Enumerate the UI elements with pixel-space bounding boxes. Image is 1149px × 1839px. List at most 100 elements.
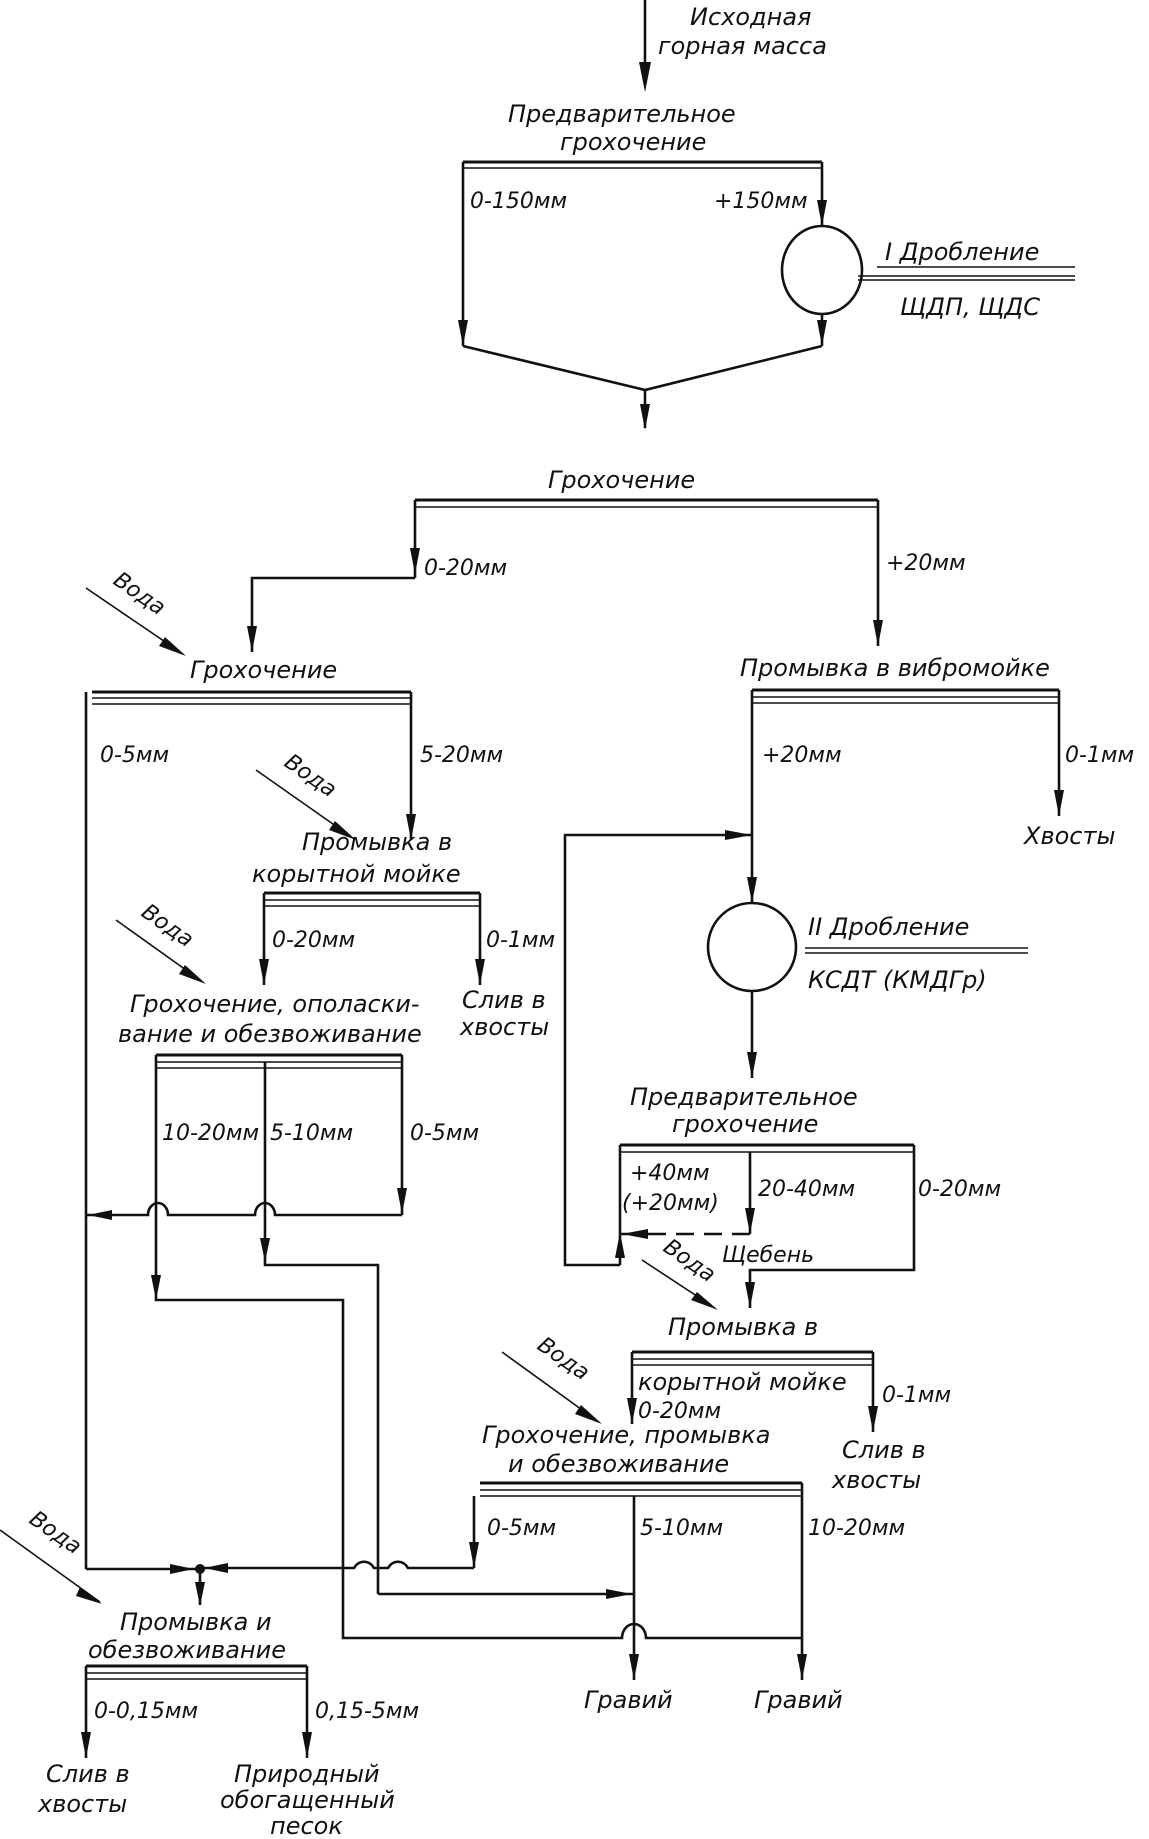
sand-wash-line1: Промывка и xyxy=(120,1608,272,1636)
trough-wash-1-drain-line2: хвосты xyxy=(459,1013,549,1041)
arrow-left-icon xyxy=(204,1563,228,1573)
pre-screen-2-out-3: 0-20мм xyxy=(918,1177,1001,1202)
trough-wash-1-out-right: 0-1мм xyxy=(486,928,555,953)
arrow-down-icon xyxy=(629,1654,639,1680)
water-inlet: Вода xyxy=(115,899,206,984)
trough-wash-1-drain-line1: Слив в xyxy=(462,986,546,1014)
pre-screen-1-out-left: 0-150мм xyxy=(470,189,567,214)
rinse-screen-out-3: 0-5мм xyxy=(410,1121,479,1146)
arrow-down-icon xyxy=(745,1208,755,1234)
arrow-icon xyxy=(691,1292,718,1310)
wash-fines-return xyxy=(200,1560,474,1570)
pre-screen-2-out-2: 20-40мм xyxy=(758,1177,855,1202)
arrow-down-icon xyxy=(475,959,485,985)
arrow-down-icon xyxy=(640,404,650,430)
vibro-wash: Промывка в вибромойке +20мм 0-1мм Хвосты xyxy=(740,654,1134,903)
water-label: Вода xyxy=(280,749,341,802)
sand-drain-line2: хвосты xyxy=(37,1790,127,1818)
pre-screen-1-label-line1: Предварительное xyxy=(508,100,736,128)
arrow-left-icon xyxy=(88,1210,112,1220)
vibro-wash-out-left: +20мм xyxy=(762,743,842,768)
vibro-wash-tails: Хвосты xyxy=(1022,822,1115,850)
pre-screen-2-out-1b: (+20мм) xyxy=(622,1191,719,1216)
sand-wash-out-right: 0,15-5мм xyxy=(315,1699,419,1724)
arrow-icon xyxy=(159,637,186,656)
screen-3-out-right: 5-20мм xyxy=(420,743,503,768)
arrow-down-icon xyxy=(410,548,420,574)
arrow-down-icon xyxy=(469,1542,479,1568)
arrow-down-icon xyxy=(639,62,651,92)
trough-wash-1-line1: Промывка в xyxy=(302,828,452,856)
sand-product-line2: обогащенный xyxy=(220,1786,395,1814)
wash-screen-out-2: 5-10мм xyxy=(640,1516,723,1541)
arrow-down-icon xyxy=(797,1654,807,1680)
arrow-down-icon xyxy=(151,1275,161,1300)
arrow-down-icon xyxy=(817,200,827,226)
water-label: Вода xyxy=(137,899,198,952)
arrow-down-icon xyxy=(747,1052,757,1078)
arrow-down-icon xyxy=(817,320,827,346)
water-inlet: Вода xyxy=(501,1332,602,1424)
crusher-1: I Дробление ЩДП, ЩДС xyxy=(780,224,1075,346)
arrow-down-icon xyxy=(259,959,269,985)
wash-screen-line2: и обезвоживание xyxy=(508,1450,729,1478)
merge-join xyxy=(462,344,823,430)
water-label: Вода xyxy=(25,1506,86,1559)
crusher-2-equipment: КСДТ (КМДГр) xyxy=(808,966,987,994)
arrow-icon xyxy=(76,1587,102,1604)
pre-screen-2-line1: Предварительное xyxy=(630,1083,858,1111)
arrow-down-icon xyxy=(195,1582,205,1606)
sand-wash-line2: обезвоживание xyxy=(88,1636,286,1664)
arrow-left-icon xyxy=(622,1229,648,1239)
arrow-right-icon xyxy=(606,1589,632,1599)
arrow-down-icon xyxy=(745,1282,755,1308)
trough-wash-2-line2: корытной мойке xyxy=(638,1368,847,1396)
pre-screen-1-label-line2: грохочение xyxy=(560,128,706,156)
wash-screen-line1: Грохочение, промывка xyxy=(482,1421,770,1449)
arrow-icon xyxy=(179,965,206,984)
gravel-product-1: Гравий xyxy=(584,1686,673,1714)
crusher-circle-icon xyxy=(780,224,864,316)
gravel-product-2: Гравий xyxy=(754,1686,843,1714)
wash-screen-out-3: 10-20мм xyxy=(808,1516,905,1541)
crusher-2: II Дробление КСДТ (КМДГр) xyxy=(706,901,1028,1078)
arrow-up-icon xyxy=(615,1232,625,1258)
arrow-right-icon xyxy=(170,1564,194,1574)
water-label: Вода xyxy=(659,1234,720,1287)
crusher-circle-icon xyxy=(706,901,798,993)
vibro-wash-out-right: 0-1мм xyxy=(1065,743,1134,768)
pre-screen-2-product: Щебень xyxy=(722,1243,814,1268)
rinse-screen: Вода Грохочение, ополаски- вание и обезв… xyxy=(86,899,479,1594)
arrow-down-icon xyxy=(868,1406,878,1432)
pre-screen-2-line2: грохочение xyxy=(672,1110,818,1138)
crusher-1-stage: I Дробление xyxy=(885,238,1039,266)
arrow-down-icon xyxy=(81,1732,91,1758)
rinse-screen-out-1: 10-20мм xyxy=(162,1121,259,1146)
sand-product-line3: песок xyxy=(270,1812,343,1839)
pre-screen-1-out-right: +150мм xyxy=(714,189,808,214)
sand-drain-line1: Слив в xyxy=(46,1760,130,1788)
crusher-1-equipment: ЩДП, ЩДС xyxy=(900,293,1040,321)
screen-3-out-left: 0-5мм xyxy=(100,743,169,768)
arrow-down-icon xyxy=(458,320,468,346)
screen-2-out-left: 0-20мм xyxy=(424,556,507,581)
pre-screen-2-out-1a: +40мм xyxy=(630,1161,710,1186)
trough-wash-2-line1: Промывка в xyxy=(668,1313,818,1341)
arrow-down-icon xyxy=(247,626,257,652)
trough-wash-2-out-right: 0-1мм xyxy=(882,1383,951,1408)
screen-2: Грохочение 0-20мм +20мм xyxy=(247,466,966,652)
arrow-down-icon xyxy=(302,1732,312,1758)
vibro-wash-label: Промывка в вибромойке xyxy=(740,654,1050,682)
screen-3-label: Грохочение xyxy=(190,656,337,684)
arrow-icon xyxy=(329,821,356,840)
water-label: Вода xyxy=(109,567,170,620)
trough-wash-1: Вода Промывка в корытной мойке 0-20мм 0-… xyxy=(252,749,555,1041)
trough-wash-1-line2: корытной мойке xyxy=(252,860,461,888)
arrow-icon xyxy=(575,1405,602,1424)
water-inlet: Вода xyxy=(85,567,186,656)
screen-2-out-right: +20мм xyxy=(886,551,966,576)
rinse-screen-line1: Грохочение, ополаски- xyxy=(130,990,420,1018)
crusher-2-stage: II Дробление xyxy=(808,913,969,941)
water-label: Вода xyxy=(533,1332,594,1385)
arrow-down-icon xyxy=(747,877,757,903)
